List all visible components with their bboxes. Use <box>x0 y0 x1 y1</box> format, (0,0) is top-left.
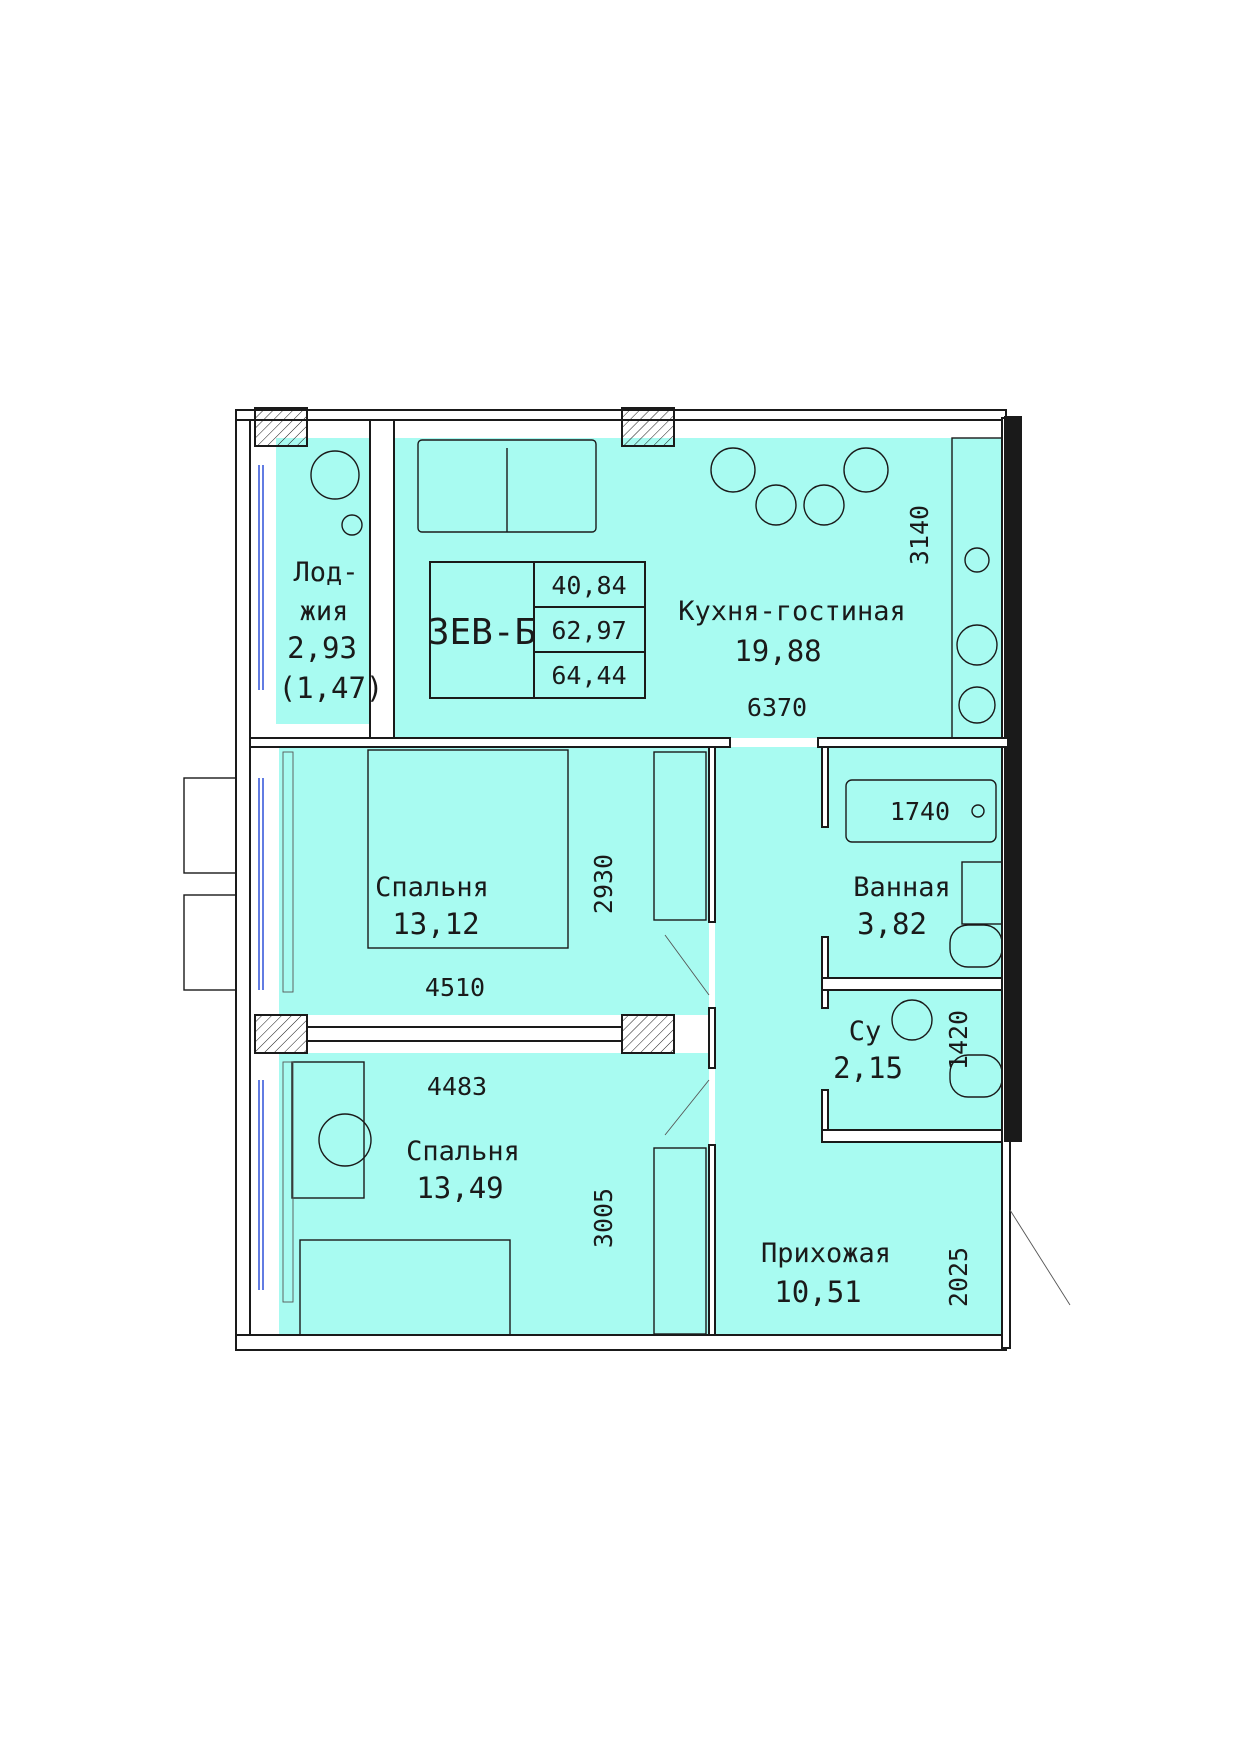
total-area: 62,97 <box>551 616 626 645</box>
dim-bedroom2-depth: 3005 <box>589 1188 618 1248</box>
column-mid-left <box>254 1014 308 1054</box>
wall-kitchen-bedroom <box>249 737 731 748</box>
curtain-icon <box>282 1061 294 1303</box>
column-top-mid <box>621 407 675 447</box>
stove-icon <box>964 547 990 573</box>
sink-icon <box>958 686 996 724</box>
dim-wc-width: 1420 <box>944 1010 973 1070</box>
wall-bath-left <box>821 746 829 828</box>
hallway-name: Прихожая <box>761 1238 891 1269</box>
loggia-name-line2: жия <box>300 596 349 627</box>
balcony-box-1 <box>183 777 237 874</box>
apartment-code: 3ЕВ-Б <box>428 612 536 653</box>
desk-icon <box>291 1061 365 1199</box>
loggia-area: 2,93 <box>287 631 357 665</box>
toilet-icon <box>949 1054 1003 1098</box>
sink-icon <box>956 624 998 666</box>
dining-chair-icon <box>710 447 756 493</box>
closet-icon <box>653 751 707 921</box>
loggia-area-reduced: (1,47) <box>279 671 384 705</box>
column-mid-mid <box>621 1014 675 1054</box>
kitchen-counter-icon <box>951 437 1003 739</box>
dim-bath-length: 1740 <box>890 797 950 826</box>
dim-kitchen-width: 6370 <box>747 693 807 722</box>
wc-name: Су <box>849 1016 882 1047</box>
room-labels: Лод- жия 2,93 (1,47) Кухня-гостиная 19,8… <box>279 557 951 1309</box>
wc-floor <box>840 990 1002 1135</box>
living-area: 40,84 <box>551 571 626 600</box>
bed-icon <box>367 749 569 949</box>
loggia-floor <box>276 438 370 724</box>
loggia-name-line1: Лод- <box>293 557 358 588</box>
facade-dark-strip <box>1004 416 1022 1142</box>
door-swing-line <box>1009 1209 1071 1306</box>
bathroom-name: Ванная <box>853 872 951 903</box>
total-area-with-loggia: 64,44 <box>551 661 626 690</box>
plant-icon <box>341 514 363 536</box>
bathtub-drain-icon <box>971 804 985 818</box>
furniture <box>282 437 1071 1336</box>
curtain-icon <box>282 751 294 993</box>
dining-chair-icon <box>803 484 845 526</box>
windows <box>183 465 264 1290</box>
wc-area: 2,15 <box>833 1051 903 1085</box>
kitchen-living-area: 19,88 <box>734 634 821 668</box>
dim-bedroom1-depth: 2930 <box>589 854 618 914</box>
hallway-area: 10,51 <box>774 1275 861 1309</box>
bathroom-area: 3,82 <box>857 907 927 941</box>
dim-hallway-depth: 2025 <box>944 1247 973 1307</box>
bed-icon <box>299 1239 511 1336</box>
bedroom1-area: 13,12 <box>392 907 479 941</box>
wall-wc-left <box>821 989 829 1009</box>
outer-bottom-wall <box>235 1334 1007 1351</box>
column-top-left <box>254 407 308 447</box>
washbasin-icon <box>961 861 1003 925</box>
apartment-summary-table: 3ЕВ-Б 40,84 62,97 64,44 <box>428 561 646 699</box>
wall-bedroom1-hall <box>708 746 716 923</box>
wc-sink-icon <box>891 999 933 1041</box>
kitchen-living-floor <box>394 438 1002 738</box>
bedroom2-name: Спальня <box>406 1136 520 1167</box>
dining-chair-icon <box>755 484 797 526</box>
diagonal-guide <box>664 934 710 996</box>
diagonal-guide <box>664 1079 710 1136</box>
kitchen-living-name: Кухня-гостиная <box>678 596 906 627</box>
armchair-icon <box>310 450 360 500</box>
wall-bedroom-divider <box>306 1026 623 1042</box>
balcony-box-2 <box>183 894 237 991</box>
summary-table-frame <box>429 561 646 699</box>
desk-chair-icon <box>318 1113 372 1167</box>
dim-bedroom2-width: 4483 <box>427 1072 487 1101</box>
dining-chair-icon <box>843 447 889 493</box>
dim-kitchen-depth: 3140 <box>905 505 934 565</box>
bedroom1-floor <box>279 747 709 1015</box>
wall-wc-left-low <box>821 1089 829 1136</box>
wall-bedroom2-hall <box>708 1144 716 1336</box>
bedroom2-area: 13,49 <box>416 1171 503 1205</box>
dim-bedroom1-width: 4510 <box>425 973 485 1002</box>
toilet-icon <box>949 924 1003 968</box>
closet-icon <box>653 1147 707 1335</box>
floor-fills <box>276 438 1002 1335</box>
bedroom1-name: Спальня <box>375 872 489 903</box>
wall-bedroom-hall-mid <box>708 1007 716 1069</box>
wall-bath-left-low <box>821 936 829 983</box>
wall-bath-wc <box>821 977 1003 991</box>
outer-left-wall <box>235 409 251 1351</box>
wall-kitchen-bath <box>817 737 1009 748</box>
bedroom2-floor <box>279 1053 709 1335</box>
wall-wc-bottom <box>821 1129 1003 1143</box>
walls <box>235 407 1022 1351</box>
dimensions: 3140 6370 1740 2930 4510 4483 3005 1420 … <box>425 505 973 1307</box>
bathtub-icon <box>845 779 997 843</box>
